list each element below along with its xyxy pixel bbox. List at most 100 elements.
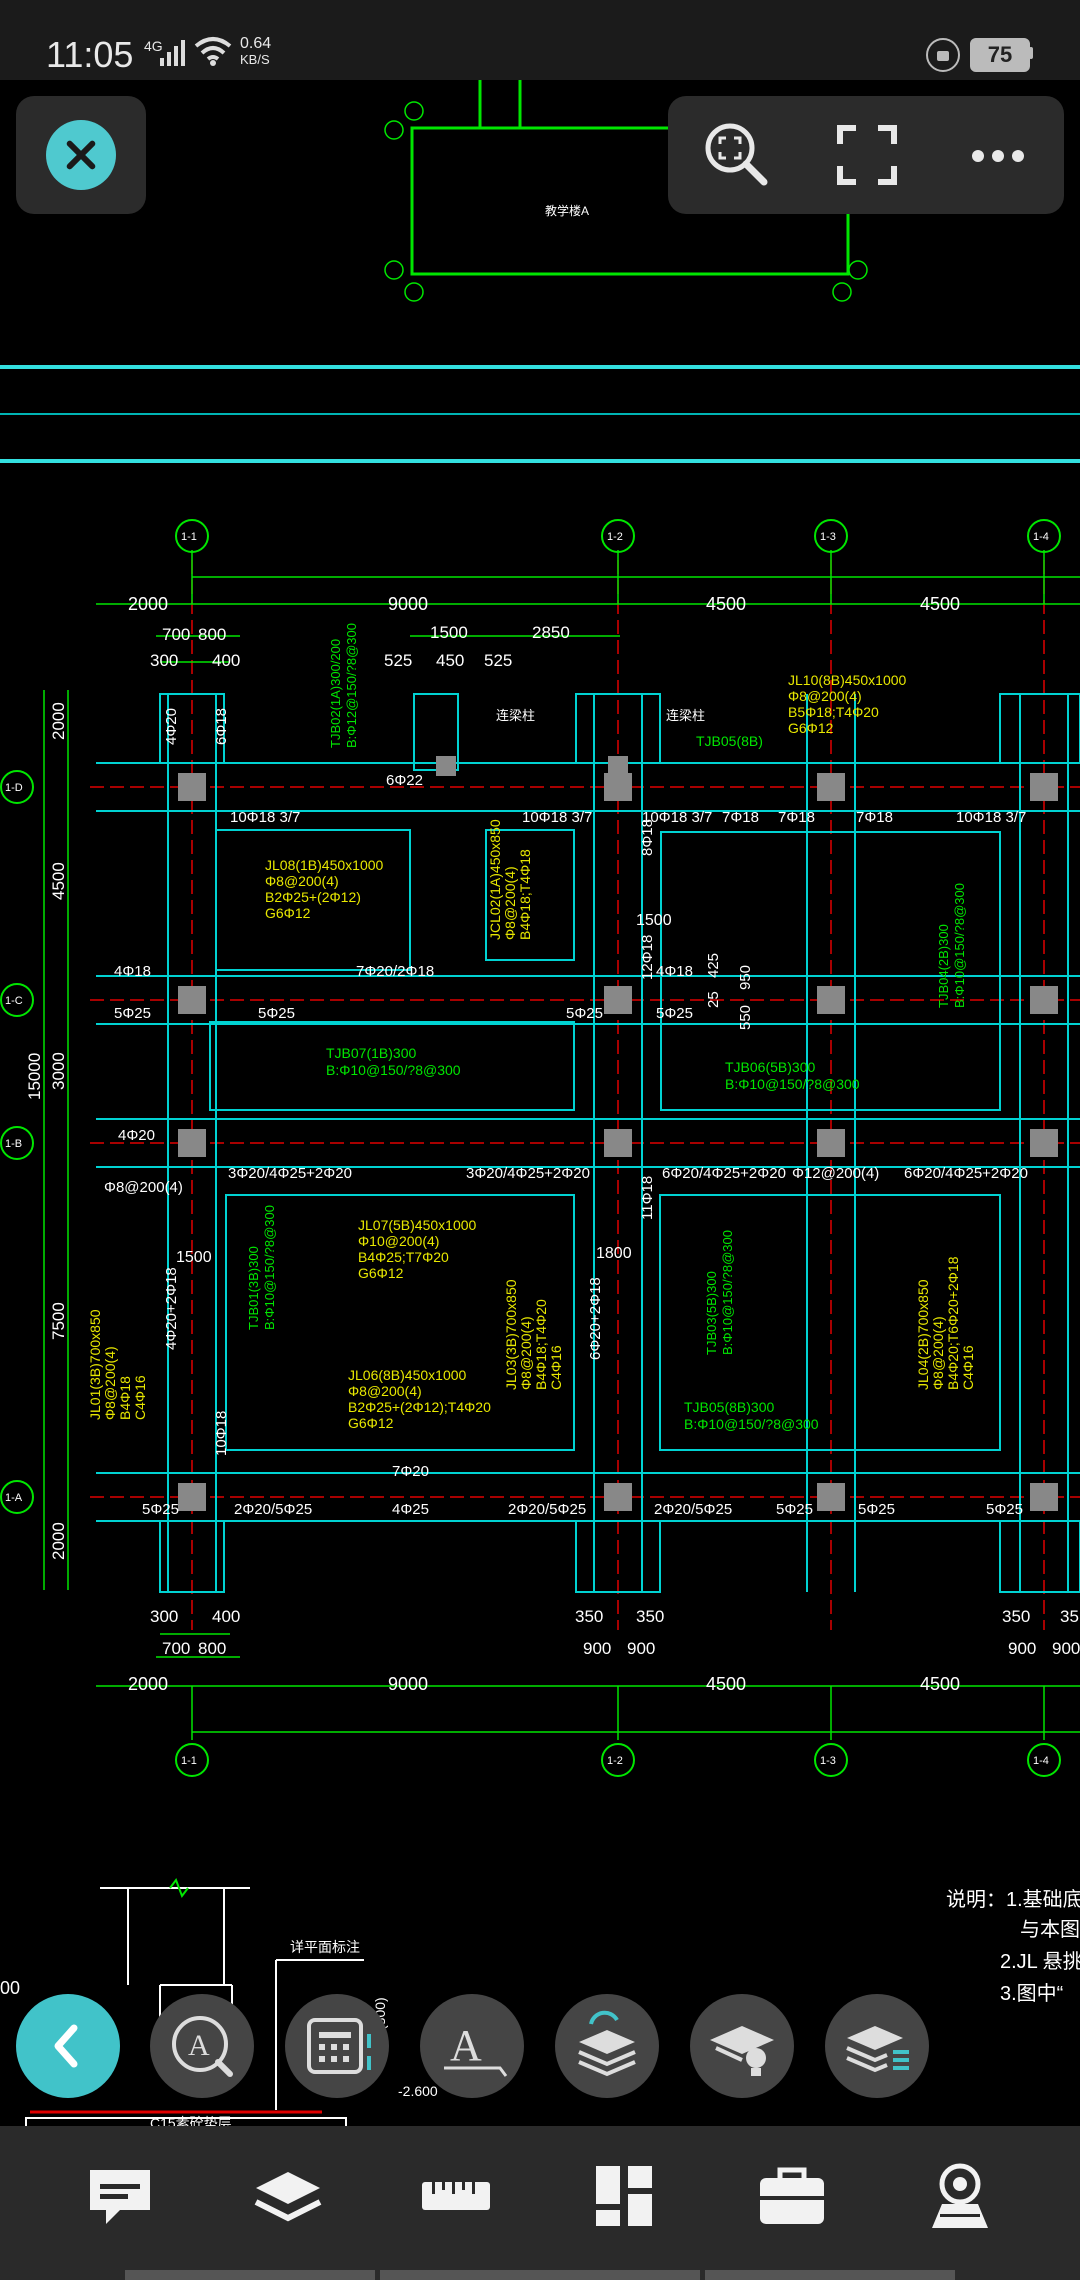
axis-label-top: 1-1 (181, 531, 197, 543)
beam-label: C4Φ16 (548, 1345, 564, 1390)
dashboard-button[interactable] (584, 2156, 664, 2236)
rebar-label: 10Φ18 (213, 1411, 230, 1456)
rebar-label: 1800 (596, 1245, 632, 1262)
beam-label: B4Φ18 (117, 1376, 133, 1420)
column (604, 1483, 632, 1511)
left-edge-text: 00 (0, 1978, 20, 1998)
rebar-label: 950 (737, 965, 754, 990)
column (1030, 986, 1058, 1014)
rebar-label: 6Φ22 (386, 772, 423, 789)
rebar-label: 7Φ18 (778, 809, 815, 826)
rebar-label: 5Φ25 (656, 1005, 693, 1022)
rebar-label: 10Φ18 3/7 (230, 809, 300, 826)
layer-light-button[interactable] (690, 1994, 794, 2098)
axis-label-top: 1-4 (1033, 531, 1049, 543)
axis-label-bottom: 1-4 (1033, 1755, 1049, 1767)
status-time: 11:05 (46, 34, 134, 75)
column (178, 986, 206, 1014)
dimension-text: 800 (198, 1639, 226, 1658)
slab-label: TJB01(3B)300 (246, 1246, 261, 1330)
dimension-text: 15000 (25, 1053, 44, 1100)
network-type: 4G (144, 38, 163, 54)
beam-label: B4Φ18;T4Φ20 (533, 1299, 549, 1390)
rebar-label: 6Φ20/4Φ25+2Φ20 (662, 1165, 786, 1182)
beam-label: Φ8@200(4) (102, 1346, 118, 1420)
explain-line: 与本图标 (1020, 1918, 1080, 1941)
beam-label: JL10(8B)450x1000 (788, 672, 907, 688)
axis-bubble (0, 983, 34, 1017)
cad-drawing-canvas[interactable]: 教学楼A 1-11-11-21-21-31-31-41-41-D1-C1-B1-… (0, 80, 1080, 2126)
rebar-label: 4Φ20 (163, 708, 180, 745)
dimension-text: 400 (212, 651, 240, 670)
slab-label: TJB07(1B)300 (326, 1045, 416, 1061)
slab-label: B:Φ10@150/?8@300 (725, 1076, 860, 1092)
zoom-extents-button[interactable] (698, 116, 776, 194)
dimension-text: 700 (162, 1639, 190, 1658)
beam-stub (999, 1520, 1080, 1593)
comment-button[interactable] (80, 2156, 160, 2236)
beam-label: Φ8@200(4) (502, 866, 518, 940)
more-icon (972, 150, 1024, 162)
beam-label: JL08(1B)450x1000 (265, 857, 384, 873)
beam-label: JCL02(1A)450x850 (487, 819, 503, 940)
dimension-text: 300 (150, 1607, 178, 1626)
text-edit-button[interactable]: A (420, 1994, 524, 2098)
note-label: 连梁柱 (496, 708, 535, 723)
rebar-label: 5Φ25 (776, 1501, 813, 1518)
rebar-label: 3Φ20/4Φ25+2Φ20 (466, 1165, 590, 1182)
dimension-text: 300 (150, 651, 178, 670)
axis-bubble (1027, 519, 1061, 553)
dimension-text: 9000 (388, 1674, 428, 1694)
dimension-text: 350 (575, 1607, 603, 1626)
back-button[interactable] (16, 1994, 120, 2098)
slab-label: TJB02(1A)300/200 (328, 639, 343, 748)
select-button[interactable] (285, 1994, 389, 2098)
svg-text:A: A (188, 2029, 210, 2062)
slab-label: TJB05(8B)300 (684, 1399, 774, 1415)
slab-outline (215, 829, 411, 971)
slab-label: TJB03(5B)300 (704, 1271, 719, 1355)
beam-label: JL01(3B)700x850 (87, 1309, 103, 1420)
column (817, 1129, 845, 1157)
rebar-label: 4Φ18 (656, 963, 693, 980)
beam-label: B2Φ25+(2Φ12) (265, 889, 361, 905)
rebar-label: 8Φ18 (639, 819, 656, 856)
beam-label: JL04(2B)700x850 (915, 1279, 931, 1390)
fullscreen-button[interactable] (828, 116, 906, 194)
dimension-text: 900 (1052, 1639, 1080, 1658)
toolbox-button[interactable] (752, 2156, 832, 2236)
slab-label: B:Φ10@150/?8@300 (326, 1062, 461, 1078)
beam-stub (159, 1520, 225, 1593)
slab-label: TJB05(8B) (696, 733, 763, 749)
axis-bubble (601, 1743, 635, 1777)
rebar-label: 6Φ20+2Φ18 (587, 1277, 604, 1360)
rebar-label: 4Φ20 (118, 1127, 155, 1144)
net-speed-unit: KB/S (240, 52, 270, 67)
layers-button[interactable] (248, 2156, 328, 2236)
measure-button[interactable] (416, 2156, 496, 2236)
layers-icon (254, 2172, 322, 2222)
column (1030, 1129, 1058, 1157)
wifi-icon (194, 37, 232, 66)
more-button[interactable] (958, 116, 1036, 194)
dimension-text: 900 (583, 1639, 611, 1658)
close-button[interactable] (16, 96, 146, 214)
signal-icon (160, 40, 185, 66)
beam-label: B4Φ18;T4Φ18 (517, 849, 533, 940)
axis-label-bottom: 1-1 (181, 1755, 197, 1767)
beam-label: Φ8@200(4) (788, 688, 862, 704)
scroll-indicator (125, 2270, 375, 2280)
axis-bubble (384, 120, 404, 140)
slab-outline (660, 831, 1001, 1111)
layer-undo-button[interactable] (555, 1994, 659, 2098)
rebar-label: 2Φ20/5Φ25 (654, 1501, 732, 1518)
slab-label: B:Φ10@150/?8@300 (952, 883, 967, 1008)
text-search-button[interactable]: A (150, 1994, 254, 2098)
status-bar: 11:05 4G 0.64 KB/S 75 (0, 0, 1080, 80)
settings-icon (932, 2163, 988, 2228)
rebar-label: Φ12@200(4) (792, 1165, 879, 1182)
settings-button[interactable] (920, 2156, 1000, 2236)
rebar-label: 1500 (636, 912, 672, 929)
layer-list-button[interactable] (825, 1994, 929, 2098)
axis-label-left: 1-B (5, 1138, 22, 1150)
